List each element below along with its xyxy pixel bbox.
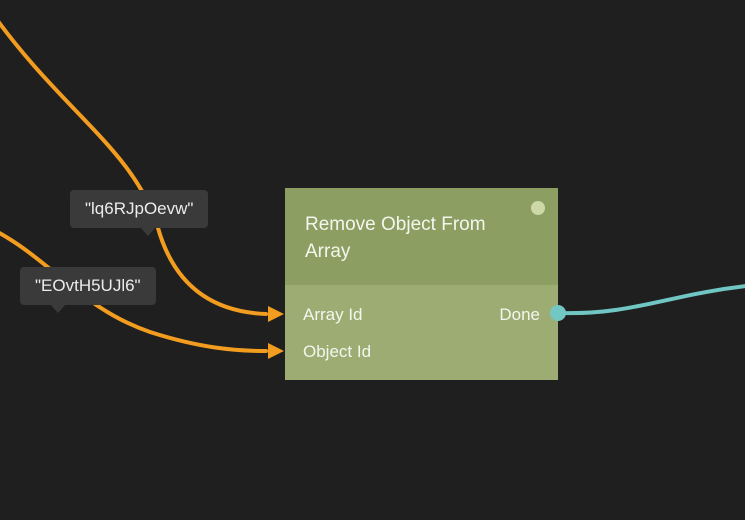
port-row: Object Id <box>285 333 558 370</box>
wire-arrowhead-array-id[interactable] <box>268 306 284 322</box>
wire-done[interactable] <box>558 284 745 316</box>
port-row: Array Id Done <box>285 296 558 333</box>
node-remove-object-from-array[interactable]: Remove Object From Array Array Id Done O… <box>285 188 566 380</box>
value-tooltip-text: "lq6RJpOevw" <box>85 199 194 218</box>
wire-object-id[interactable] <box>0 228 268 353</box>
input-label-array-id[interactable]: Array Id <box>303 304 363 324</box>
output-label-done[interactable]: Done <box>499 304 540 324</box>
node-header[interactable]: Remove Object From Array <box>285 188 558 285</box>
value-tooltip-array-id: "lq6RJpOevw" <box>70 190 209 236</box>
input-label-object-id[interactable]: Object Id <box>303 341 372 361</box>
node-body: Array Id Done Object Id <box>285 285 558 380</box>
wire-arrowhead-object-id[interactable] <box>268 343 284 359</box>
value-tooltip-object-id: "EOvtH5UJl6" <box>20 267 156 313</box>
done-output-port[interactable] <box>550 305 566 321</box>
node-title: Remove Object From Array <box>305 214 486 262</box>
value-tooltip-text: "EOvtH5UJl6" <box>35 276 141 295</box>
status-dot-icon <box>531 201 545 215</box>
